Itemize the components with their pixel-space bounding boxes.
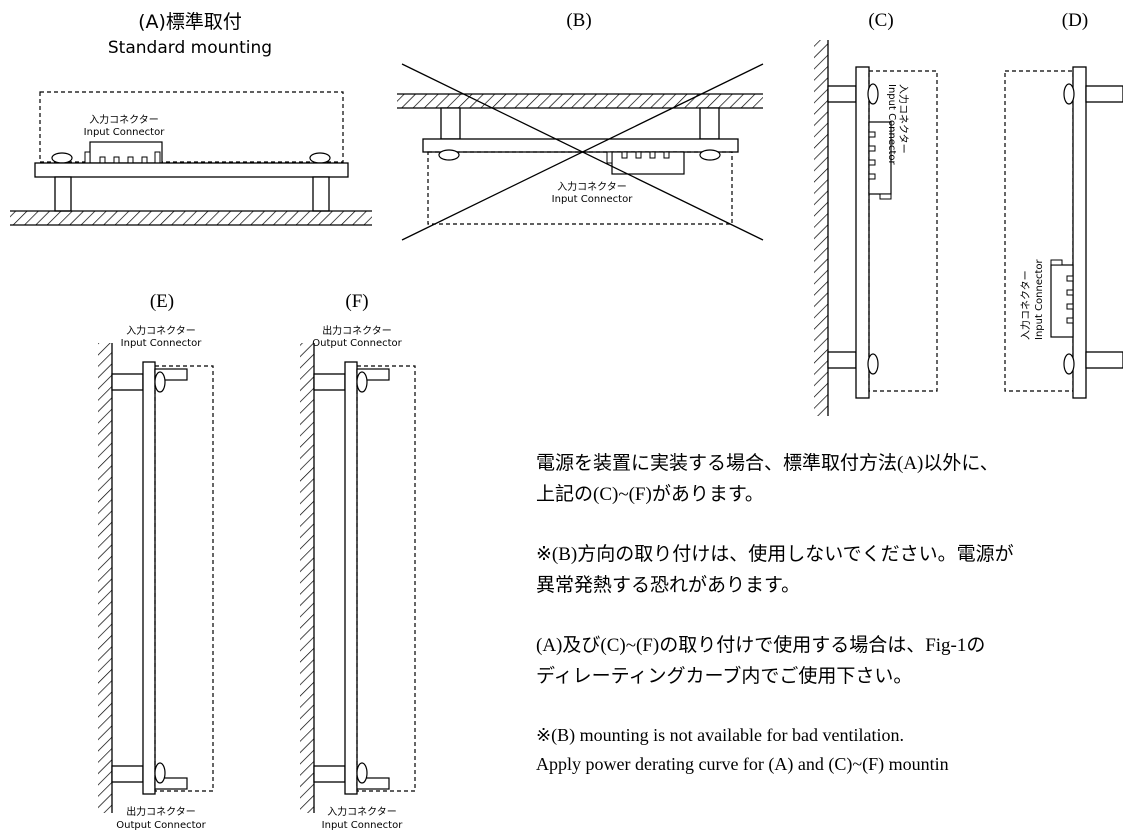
diagram-e-component-bottom bbox=[154, 762, 166, 784]
diagram-e-pcb bbox=[142, 361, 156, 795]
diagram-d-title: (D) bbox=[1062, 10, 1088, 31]
diagram-b-component-right bbox=[699, 149, 721, 161]
diagram-d-component-top bbox=[1063, 83, 1075, 105]
diagram-f-wall bbox=[300, 343, 314, 813]
diagram-b-connector-label-en: Input Connector bbox=[552, 194, 634, 205]
diagram-c-standoff-bottom bbox=[827, 351, 857, 369]
diagram-e-input-connector bbox=[154, 368, 188, 381]
diagram-d-component-bottom bbox=[1063, 353, 1075, 375]
diagram-b-ceiling-surface bbox=[397, 94, 763, 108]
diagram-b-connector-label-jp: 入力コネクター bbox=[557, 180, 627, 193]
note-derating: (A)及び(C)~(F)の取り付けで使用する場合は、Fig-1の ディレーティン… bbox=[536, 630, 1123, 692]
diagram-b-component-left bbox=[438, 149, 460, 161]
diagram-d-standoff-bottom bbox=[1085, 351, 1123, 369]
diagram-a-standoff-left bbox=[54, 176, 72, 212]
diagram-e: (E) 入力コネクター Input Connector 出力コネクター Outp… bbox=[98, 291, 214, 831]
diagram-f-standoff-bottom bbox=[313, 765, 346, 783]
diagram-c: (C) 入力コネクター Input Connector bbox=[814, 10, 938, 416]
diagram-e-standoff-bottom bbox=[111, 765, 144, 783]
note-english: ※(B) mounting is not available for bad v… bbox=[536, 721, 1123, 779]
diagram-e-bottom-connector-label-jp: 出力コネクター bbox=[126, 805, 196, 818]
diagram-a-component-right bbox=[309, 152, 331, 164]
diagram-a-title: (A)標準取付 bbox=[138, 11, 242, 33]
diagram-d-connector-label-jp: 入力コネクター bbox=[1019, 270, 1032, 340]
diagram-f-pcb bbox=[344, 361, 358, 795]
diagram-e-top-connector-label-en: Input Connector bbox=[121, 338, 203, 349]
note-derating-line2: ディレーティングカーブ内でご使用下さい。 bbox=[536, 666, 913, 687]
note-alternative-mounting-line1: 電源を装置に実装する場合、標準取付方法(A)以外に、 bbox=[536, 453, 999, 474]
diagram-d-clearance-zone bbox=[1004, 70, 1074, 392]
diagram-b-standoff-left bbox=[440, 107, 461, 140]
diagram-a-subtitle: Standard mounting bbox=[108, 38, 272, 58]
diagram-e-top-connector-label-jp: 入力コネクター bbox=[126, 324, 196, 337]
diagram-d-pcb bbox=[1072, 66, 1087, 399]
diagram-f-standoff-top bbox=[313, 373, 346, 391]
diagram-c-wall bbox=[814, 40, 828, 416]
diagram-b-pcb bbox=[422, 138, 739, 153]
diagram-b-title: (B) bbox=[566, 10, 591, 31]
diagram-c-standoff-top bbox=[827, 85, 857, 103]
diagram-b: (B) 入力コネクター Input Connector bbox=[397, 10, 764, 241]
diagram-e-wall bbox=[98, 343, 112, 813]
diagram-f-component-top bbox=[356, 371, 368, 393]
diagram-c-component-top bbox=[867, 83, 879, 105]
diagram-b-clearance-zone bbox=[427, 151, 733, 225]
diagram-c-pcb bbox=[855, 66, 870, 399]
note-b-warning-line1: ※(B)方向の取り付けは、使用しないでください。電源が bbox=[536, 544, 1014, 565]
diagram-b-standoff-right bbox=[699, 107, 720, 140]
diagram-a-connector-label-jp: 入力コネクター bbox=[89, 113, 159, 126]
note-b-warning-line2: 異常発熱する恐れがあります。 bbox=[536, 575, 801, 596]
diagram-a-pcb bbox=[34, 162, 349, 178]
diagram-c-title: (C) bbox=[868, 10, 893, 31]
diagram-f-bottom-connector-label-jp: 入力コネクター bbox=[327, 805, 397, 818]
diagram-f-bottom-connector-label-en: Input Connector bbox=[322, 820, 404, 831]
mounting-notes: 電源を装置に実装する場合、標準取付方法(A)以外に、 上記の(C)~(F)があり… bbox=[536, 448, 1123, 779]
note-b-warning: ※(B)方向の取り付けは、使用しないでください。電源が 異常発熱する恐れがありま… bbox=[536, 539, 1123, 601]
diagram-f-top-connector-label-en: Output Connector bbox=[312, 338, 402, 349]
diagram-c-connector-label-en: Input Connector bbox=[886, 84, 897, 166]
diagram-a-clearance-zone bbox=[39, 91, 344, 163]
diagram-f-clearance-zone bbox=[356, 365, 416, 792]
diagram-c-clearance-zone bbox=[868, 70, 938, 392]
diagram-a: (A)標準取付 Standard mounting 入力コネクター Input … bbox=[10, 11, 372, 226]
diagram-e-bottom-connector-label-en: Output Connector bbox=[116, 820, 206, 831]
diagram-e-standoff-top bbox=[111, 373, 144, 391]
diagram-c-connector-label-jp: 入力コネクター bbox=[897, 84, 910, 154]
diagram-d-connector-label-en: Input Connector bbox=[1034, 258, 1045, 340]
diagram-e-title: (E) bbox=[150, 291, 174, 312]
note-alternative-mounting: 電源を装置に実装する場合、標準取付方法(A)以外に、 上記の(C)~(F)があり… bbox=[536, 448, 1123, 510]
diagram-a-standoff-right bbox=[312, 176, 330, 212]
diagram-f-input-connector bbox=[356, 777, 390, 790]
diagram-f-output-connector bbox=[356, 368, 390, 381]
diagram-a-connector-label-en: Input Connector bbox=[84, 127, 166, 138]
note-english-line1: ※(B) mounting is not available for bad v… bbox=[536, 725, 905, 745]
diagram-f-top-connector-label-jp: 出力コネクター bbox=[322, 324, 392, 337]
diagram-e-output-connector bbox=[154, 777, 188, 790]
note-english-line2: Apply power derating curve for (A) and (… bbox=[536, 754, 949, 774]
diagram-a-component-left bbox=[51, 152, 73, 164]
diagram-d: (D) 入力コネクター Input Connector bbox=[1004, 10, 1123, 399]
diagram-e-clearance-zone bbox=[154, 365, 214, 792]
diagram-f-component-bottom bbox=[356, 762, 368, 784]
diagram-c-component-bottom bbox=[867, 353, 879, 375]
diagram-a-mounting-surface bbox=[10, 211, 372, 225]
diagram-f-title: (F) bbox=[345, 291, 368, 312]
diagram-f: (F) 出力コネクター Output Connector 入力コネクター Inp… bbox=[300, 291, 416, 831]
diagram-d-standoff-top bbox=[1085, 85, 1123, 103]
note-derating-line1: (A)及び(C)~(F)の取り付けで使用する場合は、Fig-1の bbox=[536, 635, 986, 656]
diagram-e-component-top bbox=[154, 371, 166, 393]
note-alternative-mounting-line2: 上記の(C)~(F)があります。 bbox=[536, 484, 764, 505]
